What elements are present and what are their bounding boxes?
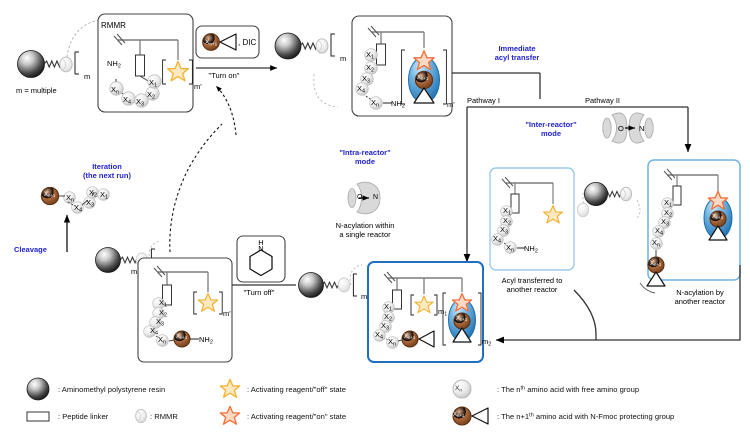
residue-x3-label-5: X3 (381, 321, 390, 332)
legend-resin-text: : Aminomethyl polystyrene resin (58, 385, 166, 394)
o-to-n-label-intra: O (357, 194, 363, 201)
residue-x4-label-3: X4 (493, 234, 502, 245)
residue-x4-label-1: X4 (123, 95, 132, 106)
residue-xn-label-2: Xn (371, 98, 380, 109)
residue-xn-label-1: Xn (111, 85, 120, 96)
inter-reactor-mode-label: "Inter-reactor"mode (525, 120, 577, 139)
residue-x2-label-4: X2 (664, 208, 673, 219)
residue-x1-label-6: X1 (159, 298, 168, 309)
residue-x1-label-3: X1 (503, 206, 512, 217)
iteration-label: Iteration(the next run) (83, 162, 131, 181)
residue-x1-label-1: X1 (149, 78, 158, 89)
residue-x3-label-6: X3 (156, 317, 165, 328)
residue-x3-label-4: X3 (661, 217, 670, 228)
dic-label: , DIC (238, 38, 257, 47)
residue-x2-label-3: X2 (503, 216, 512, 227)
cleavage-label: Cleavage (14, 245, 47, 254)
residue-xn-label-5: Xn (388, 337, 397, 348)
m-multiple-label: m = multiple (16, 86, 57, 95)
residue-xn-label-7: Xn (66, 193, 75, 204)
bracket-m-label-3: m (361, 292, 368, 301)
bracket-mprime-label: m' (194, 82, 202, 91)
bracket-m2-label: m2 (482, 337, 492, 348)
turn-off-label: "Turn off" (243, 288, 275, 297)
reagent-xn1-label: Xn+1 (205, 39, 218, 47)
bracket-mprime-label-3: m' (223, 309, 231, 318)
residue-xn1-label-6: Xn+1 (176, 334, 188, 341)
residue-xn-label-6: Xn (158, 335, 167, 346)
residue-x1-label-5: X1 (384, 302, 393, 313)
o-to-n-label-intra-n: N (373, 194, 379, 201)
bracket-m1-label: m1 (438, 307, 448, 318)
piperidine-h-label: H (258, 238, 264, 247)
residue-xn-label-3: Xn (506, 243, 515, 254)
residue-x2-label-1: X2 (147, 90, 156, 101)
residue-xn1-label-7: Xn+1 (44, 192, 56, 199)
residue-x4-label-6: X4 (150, 326, 159, 337)
legend-rmmr-text: : RMMR (150, 412, 178, 421)
nh2-label-3: NH2 (524, 244, 538, 255)
legend-xn-text: : The nth amino acid with free amino gro… (497, 385, 640, 394)
residue-x2-label-2: X2 (366, 63, 375, 74)
residue-x4-label-4: X4 (655, 226, 664, 237)
o-to-n-label-inter-n: N (639, 124, 645, 133)
residue-x3-label-3: X3 (500, 225, 509, 236)
residue-x4-label-7: X4 (74, 203, 83, 214)
residue-xn1-label-2: Xn+1 (417, 75, 429, 82)
piperidine-n-label: N (258, 244, 264, 253)
residue-x3-label-7: X3 (86, 198, 95, 209)
residue-xn1-label-4: Xn+1 (650, 261, 662, 268)
residue-x2-label-5: X2 (384, 312, 393, 323)
residue-xn1-label-5b: Xn+1 (456, 316, 468, 323)
residue-x4-label-2: X4 (357, 84, 366, 95)
nh2-label-2: NH2 (391, 99, 405, 110)
residue-x2-label-7: X2 (89, 188, 98, 199)
nh2-label: NH2 (107, 59, 121, 70)
residue-x2-label-6: X2 (159, 308, 168, 319)
intra-reactor-mode-label: "Intra-reactor"mode (339, 148, 391, 167)
legend-xn1-text: : The n+1th amino acid with N-Fmoc prote… (497, 412, 675, 421)
residue-x4-label-5: X4 (375, 330, 384, 341)
residue-xn-label-4: Xn (652, 238, 661, 249)
residue-x1-label-7: X1 (100, 190, 109, 201)
bracket-m-label-4: m (131, 267, 138, 276)
nh2-label-4: NH2 (199, 335, 213, 346)
legend-star-on-text: : Activating reagent/"on" state (247, 412, 347, 421)
legend-linker-text: : Peptide linker (58, 412, 109, 421)
legend-xn1-icon-label: Xn+1 (453, 412, 465, 419)
legend-xn-icon-label: Xn (455, 385, 462, 393)
bracket-m-label: m (84, 72, 91, 81)
pathway-2-label: Pathway II (585, 96, 621, 105)
residue-x3-label-2: X3 (362, 74, 371, 85)
rmmr-box-title: RMMR (101, 21, 126, 30)
bracket-m-label-2: m (340, 54, 347, 63)
legend-star-off-text: : Activating reagent/"off" state (247, 385, 346, 394)
residue-xn1-label-5: Xn+1 (404, 334, 416, 341)
residue-xn1-label-4b: Xn+1 (712, 214, 724, 221)
bracket-mprime-label-2: m' (447, 100, 455, 109)
residue-x1-label-4: X1 (664, 198, 673, 209)
residue-x1-label-2: X1 (366, 50, 375, 61)
residue-x3-label-1: X3 (136, 97, 145, 108)
pathway-1-label: Pathway I (467, 96, 500, 105)
turn-on-label: "Turn on" (208, 71, 240, 80)
o-to-n-label-inter: O (618, 124, 624, 133)
